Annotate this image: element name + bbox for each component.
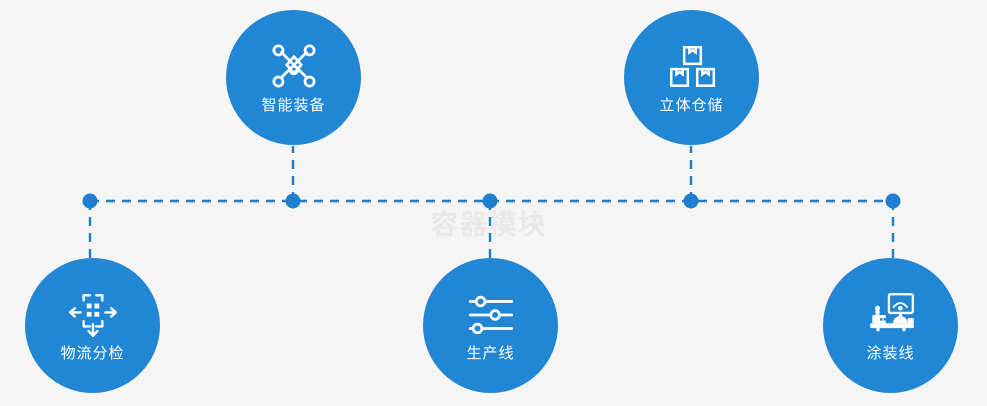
node-label: 智能装备 xyxy=(261,97,326,114)
junction-dot xyxy=(885,193,901,209)
junction-dot xyxy=(285,193,301,209)
stacked-boxes-icon xyxy=(669,46,715,87)
node-label: 涂装线 xyxy=(866,345,915,362)
sliders-icon xyxy=(468,295,513,335)
node-stereo-warehouse[interactable]: 立体仓储 xyxy=(624,10,759,145)
watermark-text: 容器模块 xyxy=(431,203,547,242)
node-logistics-sorting[interactable]: 物流分检 xyxy=(25,258,160,393)
factory-machine-icon xyxy=(869,293,914,332)
junction-dot xyxy=(82,193,98,209)
node-label: 物流分检 xyxy=(60,345,125,362)
node-label: 生产线 xyxy=(466,345,515,362)
node-painting-line[interactable]: 涂装线 xyxy=(823,258,958,393)
sorting-arrows-icon xyxy=(68,294,117,337)
node-smart-equipment[interactable]: 智能装备 xyxy=(226,10,361,145)
network-nodes-icon xyxy=(272,44,315,88)
node-production-line[interactable]: 生产线 xyxy=(423,258,558,393)
junction-dot xyxy=(683,193,699,209)
node-label: 立体仓储 xyxy=(659,97,724,114)
junction-dot xyxy=(482,193,498,209)
